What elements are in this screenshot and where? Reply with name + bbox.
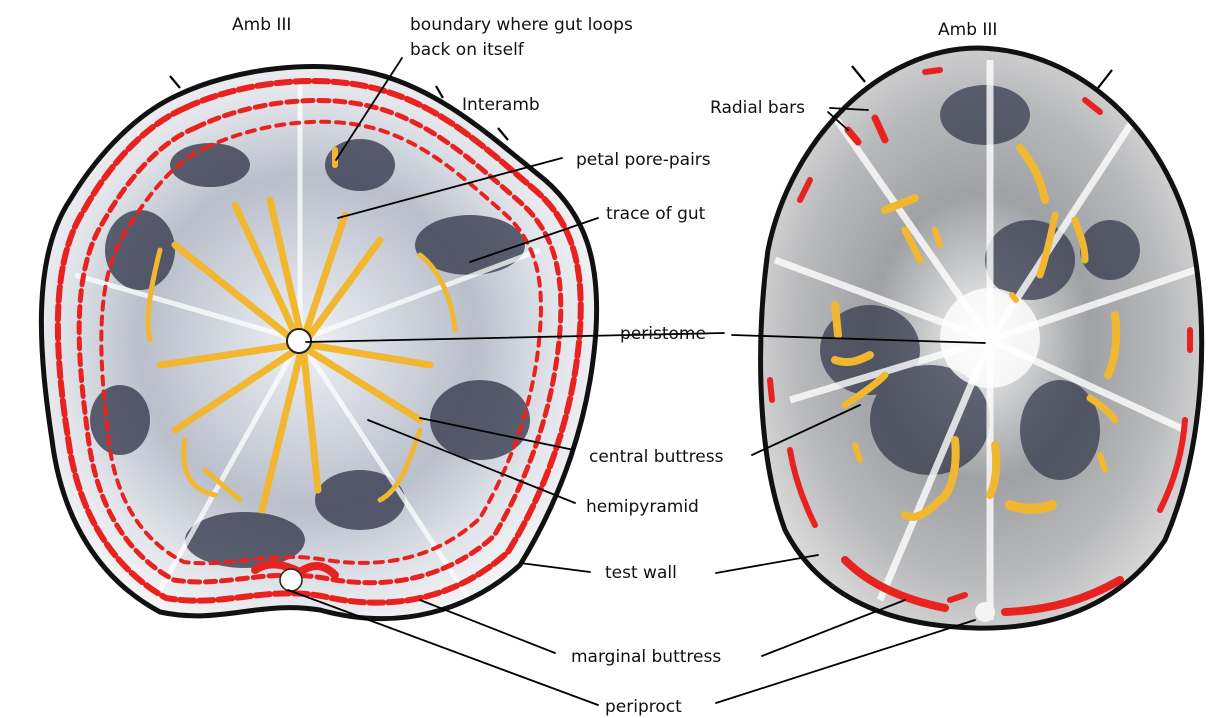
gut-boundary-label-line2: back on itself xyxy=(410,40,525,60)
right-central-glow xyxy=(940,288,1040,388)
periproct-label: periproct xyxy=(605,697,682,717)
gut-boundary-label-line1: boundary where gut loops xyxy=(410,15,633,35)
central-buttress-label: central buttress xyxy=(589,447,724,467)
right-amb-label: Amb III xyxy=(938,20,997,40)
test-wall-label: test wall xyxy=(605,563,677,583)
petal-pore-pairs-label: petal pore-pairs xyxy=(576,150,711,170)
right-periproct xyxy=(975,602,995,622)
hemipyramid-label: hemipyramid xyxy=(586,497,699,517)
left-peristome xyxy=(287,329,311,353)
left-amb-label: Amb III xyxy=(232,15,291,35)
peristome-label: peristome xyxy=(620,324,706,344)
left-periproct xyxy=(280,569,302,591)
interamb-label: Interamb xyxy=(462,95,540,115)
trace-of-gut-label: trace of gut xyxy=(606,204,706,224)
marginal-buttress-label: marginal buttress xyxy=(571,647,721,667)
radial-bars-label: Radial bars xyxy=(710,98,805,118)
